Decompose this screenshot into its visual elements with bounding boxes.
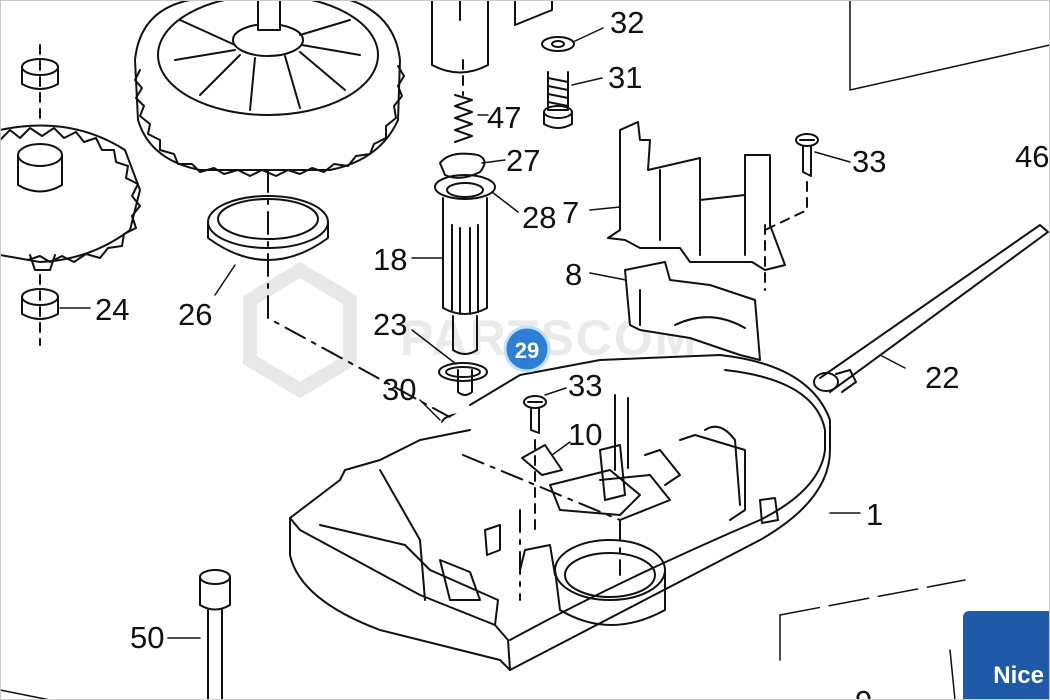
o-ring-23 [438, 362, 488, 382]
housing-1 [289, 354, 831, 671]
label-part-26: 26 [178, 297, 212, 332]
label-part-27: 27 [506, 143, 540, 178]
washer-32 [541, 36, 575, 52]
label-part-8: 8 [565, 257, 582, 292]
part-labels: 32 31 47 27 28 33 46 7 18 8 24 26 23 22 … [95, 5, 1049, 700]
label-part-24: 24 [95, 292, 129, 327]
cover-8 [624, 261, 761, 361]
label-part-46: 46 [1015, 139, 1049, 174]
small-gear [0, 124, 141, 271]
label-part-47: 47 [487, 100, 521, 135]
brand-logo: Nice [963, 611, 1050, 700]
label-part-32: 32 [610, 5, 644, 40]
label-part-33-lower: 33 [568, 368, 602, 403]
screw-33-lower [523, 395, 547, 434]
leader-lines [59, 27, 906, 639]
label-part-23: 23 [373, 307, 407, 342]
hotspot-29-label: 29 [515, 338, 539, 363]
label-part-50: 50 [130, 620, 164, 655]
bushing-upper [21, 44, 59, 121]
rod-22 [813, 224, 1049, 393]
bracket-7 [607, 121, 786, 271]
label-part-9: 9 [855, 684, 872, 700]
label-part-33-upper: 33 [852, 144, 886, 179]
label-part-30: 30 [382, 372, 416, 407]
label-part-10: 10 [568, 417, 602, 452]
label-part-7: 7 [562, 195, 579, 230]
large-gear [134, 0, 405, 177]
screw-33-upper [795, 133, 819, 177]
hotspot-29[interactable]: 29 [503, 325, 551, 373]
bolt-50 [199, 569, 231, 700]
brand-logo-text: Nice [993, 662, 1044, 689]
label-part-22: 22 [925, 360, 959, 395]
plate-10 [521, 444, 563, 476]
screw-31 [543, 71, 573, 129]
washer-28 [434, 174, 496, 200]
label-part-1: 1 [866, 497, 883, 532]
label-part-28: 28 [522, 200, 556, 235]
label-part-31: 31 [608, 60, 642, 95]
spring-47 [454, 94, 473, 143]
shaft-18 [442, 197, 488, 396]
motor-shaft [431, 0, 489, 74]
bushing-24 [21, 274, 59, 346]
label-part-18: 18 [373, 242, 407, 277]
